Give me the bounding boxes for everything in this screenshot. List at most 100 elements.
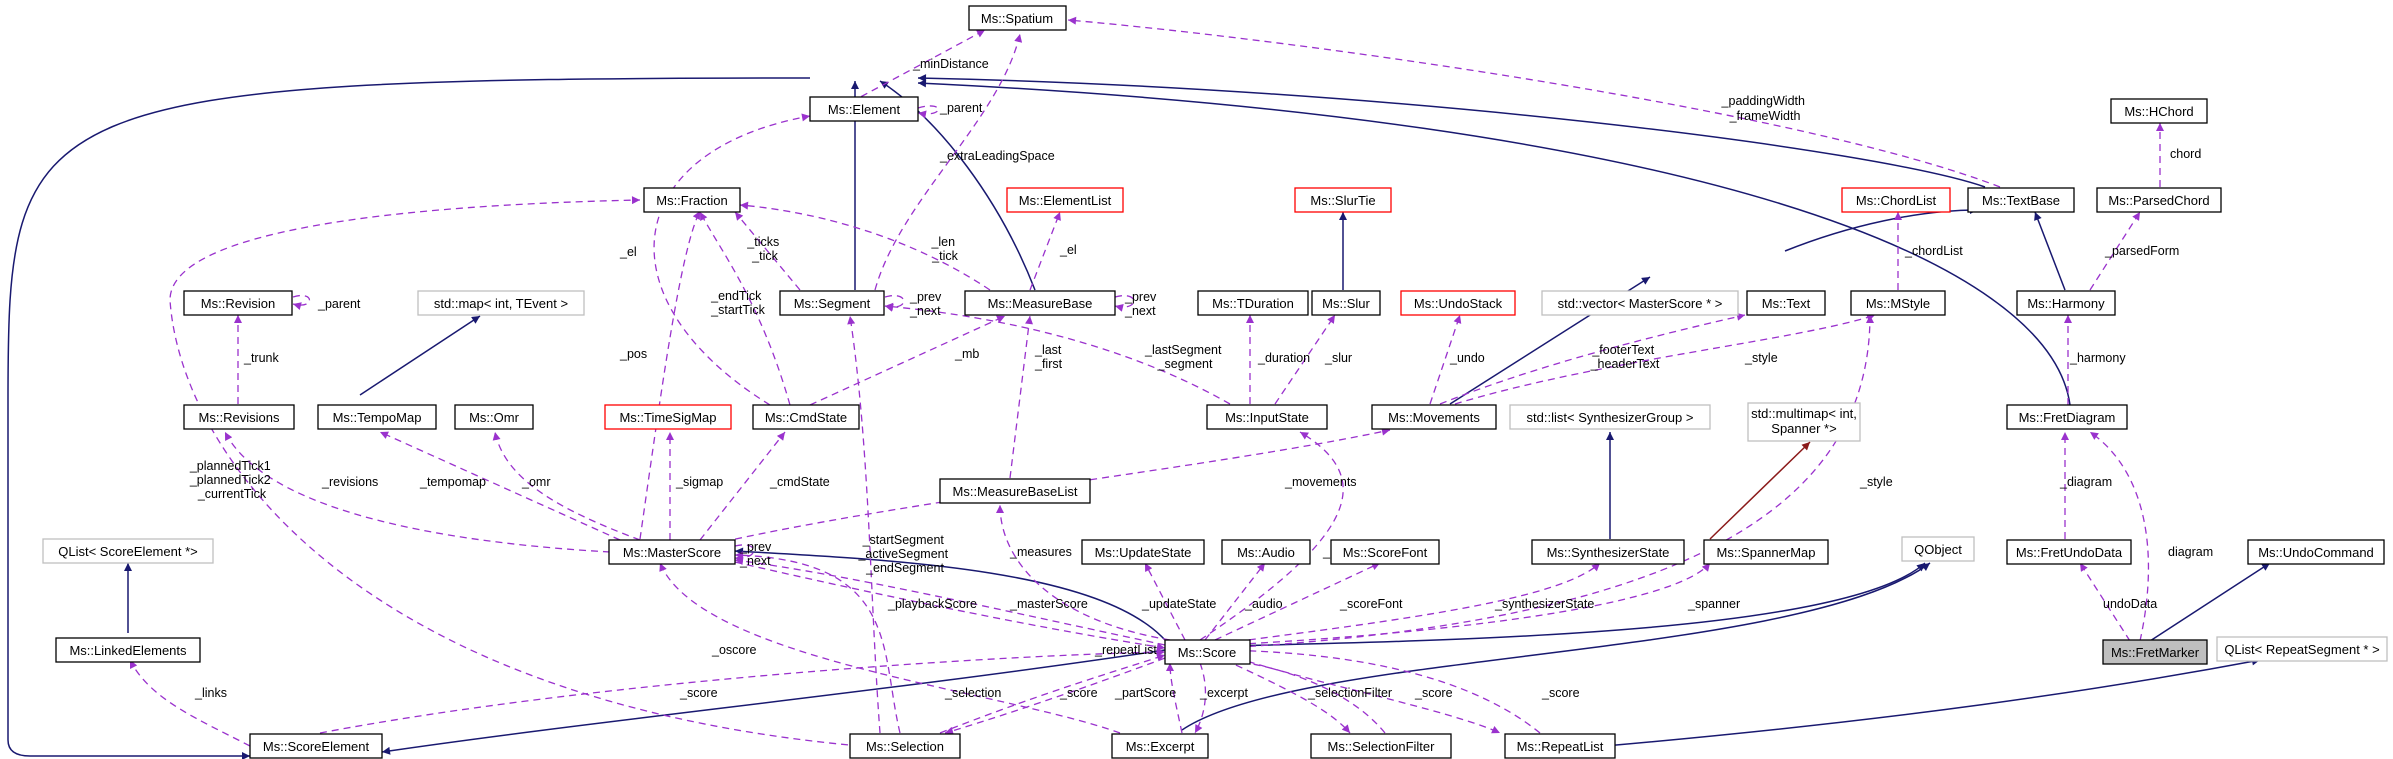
edge-audio-to-score xyxy=(1204,562,1266,641)
node-fretundodata[interactable]: Ms::FretUndoData xyxy=(2006,539,2132,565)
svg-text:std::map< int, TEvent >: std::map< int, TEvent > xyxy=(434,296,568,311)
edge-element-self-parent xyxy=(917,105,939,119)
svg-text:Ms::FretDiagram: Ms::FretDiagram xyxy=(2019,410,2116,425)
svg-text:Ms::ScoreFont: Ms::ScoreFont xyxy=(1343,545,1428,560)
node-scoreelement[interactable]: Ms::ScoreElement xyxy=(249,733,383,759)
edge-fretdiagram-to-element xyxy=(917,79,2071,406)
label-repeatlist: _repeatList xyxy=(1094,643,1157,657)
node-elementlist[interactable]: Ms::ElementList xyxy=(1006,187,1124,213)
node-tduration[interactable]: Ms::TDuration xyxy=(1197,290,1309,316)
node-synthstate[interactable]: Ms::SynthesizerState xyxy=(1531,539,1685,565)
node-revisions[interactable]: Ms::Revisions xyxy=(183,404,295,430)
node-cmdstate[interactable]: Ms::CmdState xyxy=(752,404,860,430)
svg-text:Ms::Excerpt: Ms::Excerpt xyxy=(1126,739,1195,754)
svg-text:Ms::TDuration: Ms::TDuration xyxy=(1212,296,1294,311)
label-diagram-fretundodata: _diagram xyxy=(2059,475,2112,489)
edge-excerpt-to-qobject xyxy=(1181,562,1931,731)
node-stdmap[interactable]: std::map< int, TEvent > xyxy=(417,290,585,316)
svg-text:QList< RepeatSegment * >: QList< RepeatSegment * > xyxy=(2224,642,2379,657)
edge-score-to-excerpt xyxy=(1166,662,1183,734)
node-spatium[interactable]: Ms::Spatium xyxy=(968,5,1067,31)
node-qlistrs[interactable]: QList< RepeatSegment * > xyxy=(2216,636,2388,662)
node-fraction[interactable]: Ms::Fraction xyxy=(643,187,741,213)
label-prev-masterscore: _prev _next xyxy=(739,540,775,568)
node-selection[interactable]: Ms::Selection xyxy=(849,733,961,759)
node-qobject[interactable]: QObject xyxy=(1901,536,1975,562)
node-slur[interactable]: Ms::Slur xyxy=(1311,290,1381,316)
node-undostack[interactable]: Ms::UndoStack xyxy=(1400,290,1516,316)
node-fretmarker[interactable]: Ms::FretMarker xyxy=(2102,639,2208,665)
node-selectionfilter[interactable]: Ms::SelectionFilter xyxy=(1310,733,1452,759)
svg-text:Ms::UndoCommand: Ms::UndoCommand xyxy=(2258,545,2374,560)
node-omr[interactable]: Ms::Omr xyxy=(454,404,534,430)
label-lastsegment: _lastSegment _segment xyxy=(1144,343,1225,371)
label-style-score: _style xyxy=(1859,475,1893,489)
label-prev-segment: _prev _next xyxy=(909,290,945,318)
svg-text:Ms::Text: Ms::Text xyxy=(1762,296,1811,311)
svg-text:Ms::MStyle: Ms::MStyle xyxy=(1866,296,1930,311)
node-textbase[interactable]: Ms::TextBase xyxy=(1967,187,2075,213)
svg-text:Ms::Audio: Ms::Audio xyxy=(1237,545,1295,560)
edge-element-to-cmdstate xyxy=(653,113,811,406)
edge-masterscore-playback xyxy=(734,557,1166,646)
label-endtick: _endTick _startTick xyxy=(710,289,765,317)
label-slur: _slur xyxy=(1324,351,1352,365)
label-score-selection: _score xyxy=(1059,686,1098,700)
node-element[interactable]: Ms::Element xyxy=(809,96,919,122)
svg-text:Ms::TextBase: Ms::TextBase xyxy=(1982,193,2060,208)
svg-text:Ms::Score: Ms::Score xyxy=(1178,645,1237,660)
node-qlistse[interactable]: QList< ScoreElement *> xyxy=(42,538,214,564)
node-score[interactable]: Ms::Score xyxy=(1164,639,1251,665)
node-scorefont[interactable]: Ms::ScoreFont xyxy=(1330,539,1440,565)
node-spannermap[interactable]: Ms::SpannerMap xyxy=(1703,539,1829,565)
node-hchord[interactable]: Ms::HChord xyxy=(2110,98,2208,124)
svg-text:Ms::Slur: Ms::Slur xyxy=(1322,296,1370,311)
node-chordlist[interactable]: Ms::ChordList xyxy=(1841,187,1951,213)
svg-text:Ms::MeasureBaseList: Ms::MeasureBaseList xyxy=(953,484,1078,499)
node-text[interactable]: Ms::Text xyxy=(1746,290,1826,316)
label-playbackscore: _playbackScore xyxy=(887,597,977,611)
edge-mstyle-to-movements xyxy=(1454,313,1876,405)
edge-fraction-to-selection xyxy=(169,196,861,747)
svg-text:std::vector< MasterScore * >: std::vector< MasterScore * > xyxy=(1558,296,1723,311)
node-slurtie[interactable]: Ms::SlurTie xyxy=(1294,187,1392,213)
node-inputstate[interactable]: Ms::InputState xyxy=(1206,404,1328,430)
node-linkedelements[interactable]: Ms::LinkedElements xyxy=(55,637,201,663)
node-stdmultimap[interactable]: std::multimap< int,Spanner *> xyxy=(1747,402,1861,442)
node-harmony[interactable]: Ms::Harmony xyxy=(2016,290,2116,316)
edge-score-to-selection xyxy=(944,657,1166,735)
label-movements: _movements xyxy=(1284,475,1357,489)
edge-measurebaselist-from-measurebase xyxy=(1009,315,1033,479)
node-timesigmap[interactable]: Ms::TimeSigMap xyxy=(604,404,732,430)
node-undocommand[interactable]: Ms::UndoCommand xyxy=(2247,539,2385,565)
node-stdlist[interactable]: std::list< SynthesizerGroup > xyxy=(1509,404,1711,430)
label-mb: _mb xyxy=(954,347,979,361)
node-tempomap[interactable]: Ms::TempoMap xyxy=(317,404,437,430)
node-updatestate[interactable]: Ms::UpdateState xyxy=(1081,539,1205,565)
edge-masterscore-to-excerpt xyxy=(659,562,1121,734)
node-masterscore[interactable]: Ms::MasterScore xyxy=(608,539,736,565)
node-audio[interactable]: Ms::Audio xyxy=(1221,539,1311,565)
node-parsedchord[interactable]: Ms::ParsedChord xyxy=(2096,187,2222,213)
svg-text:Ms::TimeSigMap: Ms::TimeSigMap xyxy=(619,410,716,425)
node-repeatlist[interactable]: Ms::RepeatList xyxy=(1504,733,1616,759)
node-measurebase[interactable]: Ms::MeasureBase xyxy=(964,290,1116,316)
edge-segment-self xyxy=(884,295,905,312)
edge-inputstate-to-score xyxy=(1199,431,1344,641)
svg-text:Ms::ScoreElement: Ms::ScoreElement xyxy=(263,739,370,754)
label-omr: _omr xyxy=(521,475,550,489)
node-mstyle[interactable]: Ms::MStyle xyxy=(1850,290,1946,316)
node-revision[interactable]: Ms::Revision xyxy=(183,290,293,316)
node-movements[interactable]: Ms::Movements xyxy=(1371,404,1497,430)
edge-linkedelements-to-scoreelement xyxy=(129,659,251,747)
node-measurebaselist[interactable]: Ms::MeasureBaseList xyxy=(939,478,1091,504)
node-excerpt[interactable]: Ms::Excerpt xyxy=(1111,733,1209,759)
node-stdvector[interactable]: std::vector< MasterScore * > xyxy=(1541,290,1739,316)
node-fretdiagram[interactable]: Ms::FretDiagram xyxy=(2006,404,2128,430)
node-segment[interactable]: Ms::Segment xyxy=(779,290,885,316)
label-trunk: _trunk xyxy=(243,351,279,365)
svg-text:Ms::Revisions: Ms::Revisions xyxy=(199,410,280,425)
svg-text:Ms::UndoStack: Ms::UndoStack xyxy=(1414,296,1503,311)
label-extraleadingspace: _extraLeadingSpace xyxy=(939,149,1055,163)
svg-text:Ms::Selection: Ms::Selection xyxy=(866,739,944,754)
